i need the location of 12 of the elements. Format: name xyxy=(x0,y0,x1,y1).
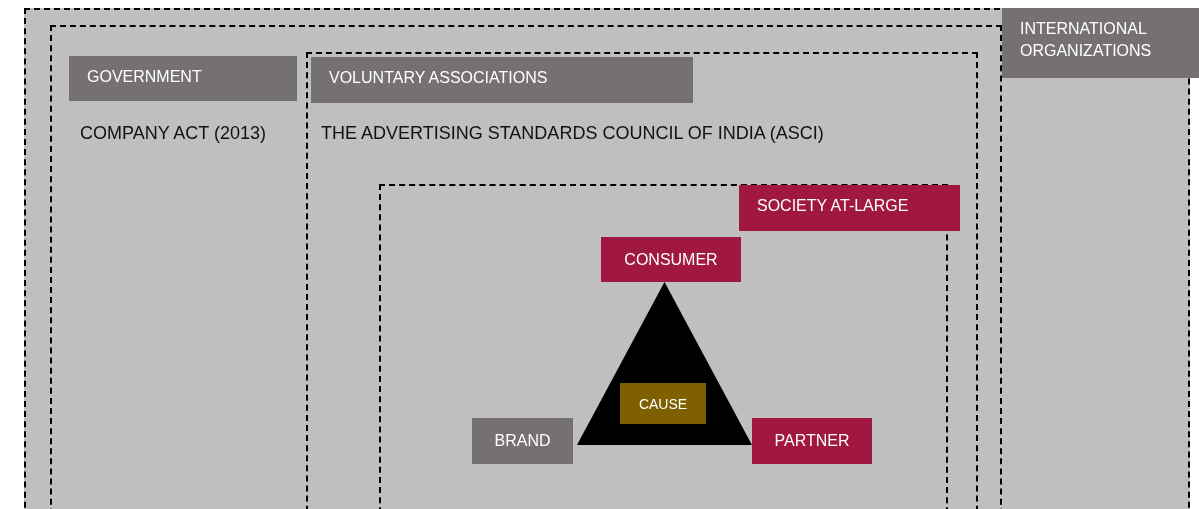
header-label: GOVERNMENT xyxy=(69,56,297,101)
dashed-region xyxy=(306,52,978,509)
label-box: BRAND xyxy=(472,418,573,464)
header-label: INTERNATIONAL ORGANIZATIONS xyxy=(1002,8,1199,78)
dashed-region xyxy=(50,25,1002,509)
header-label: SOCIETY AT-LARGE xyxy=(739,185,960,231)
body-text: THE ADVERTISING STANDARDS COUNCIL OF INDIA (ASCI) xyxy=(321,122,825,145)
label-box: CONSUMER xyxy=(601,237,741,282)
body-text: COMPANY ACT (2013) xyxy=(80,122,268,145)
label-box: CAUSE xyxy=(620,383,706,424)
label-box: PARTNER xyxy=(752,418,872,464)
header-label: VOLUNTARY ASSOCIATIONS xyxy=(311,57,693,103)
